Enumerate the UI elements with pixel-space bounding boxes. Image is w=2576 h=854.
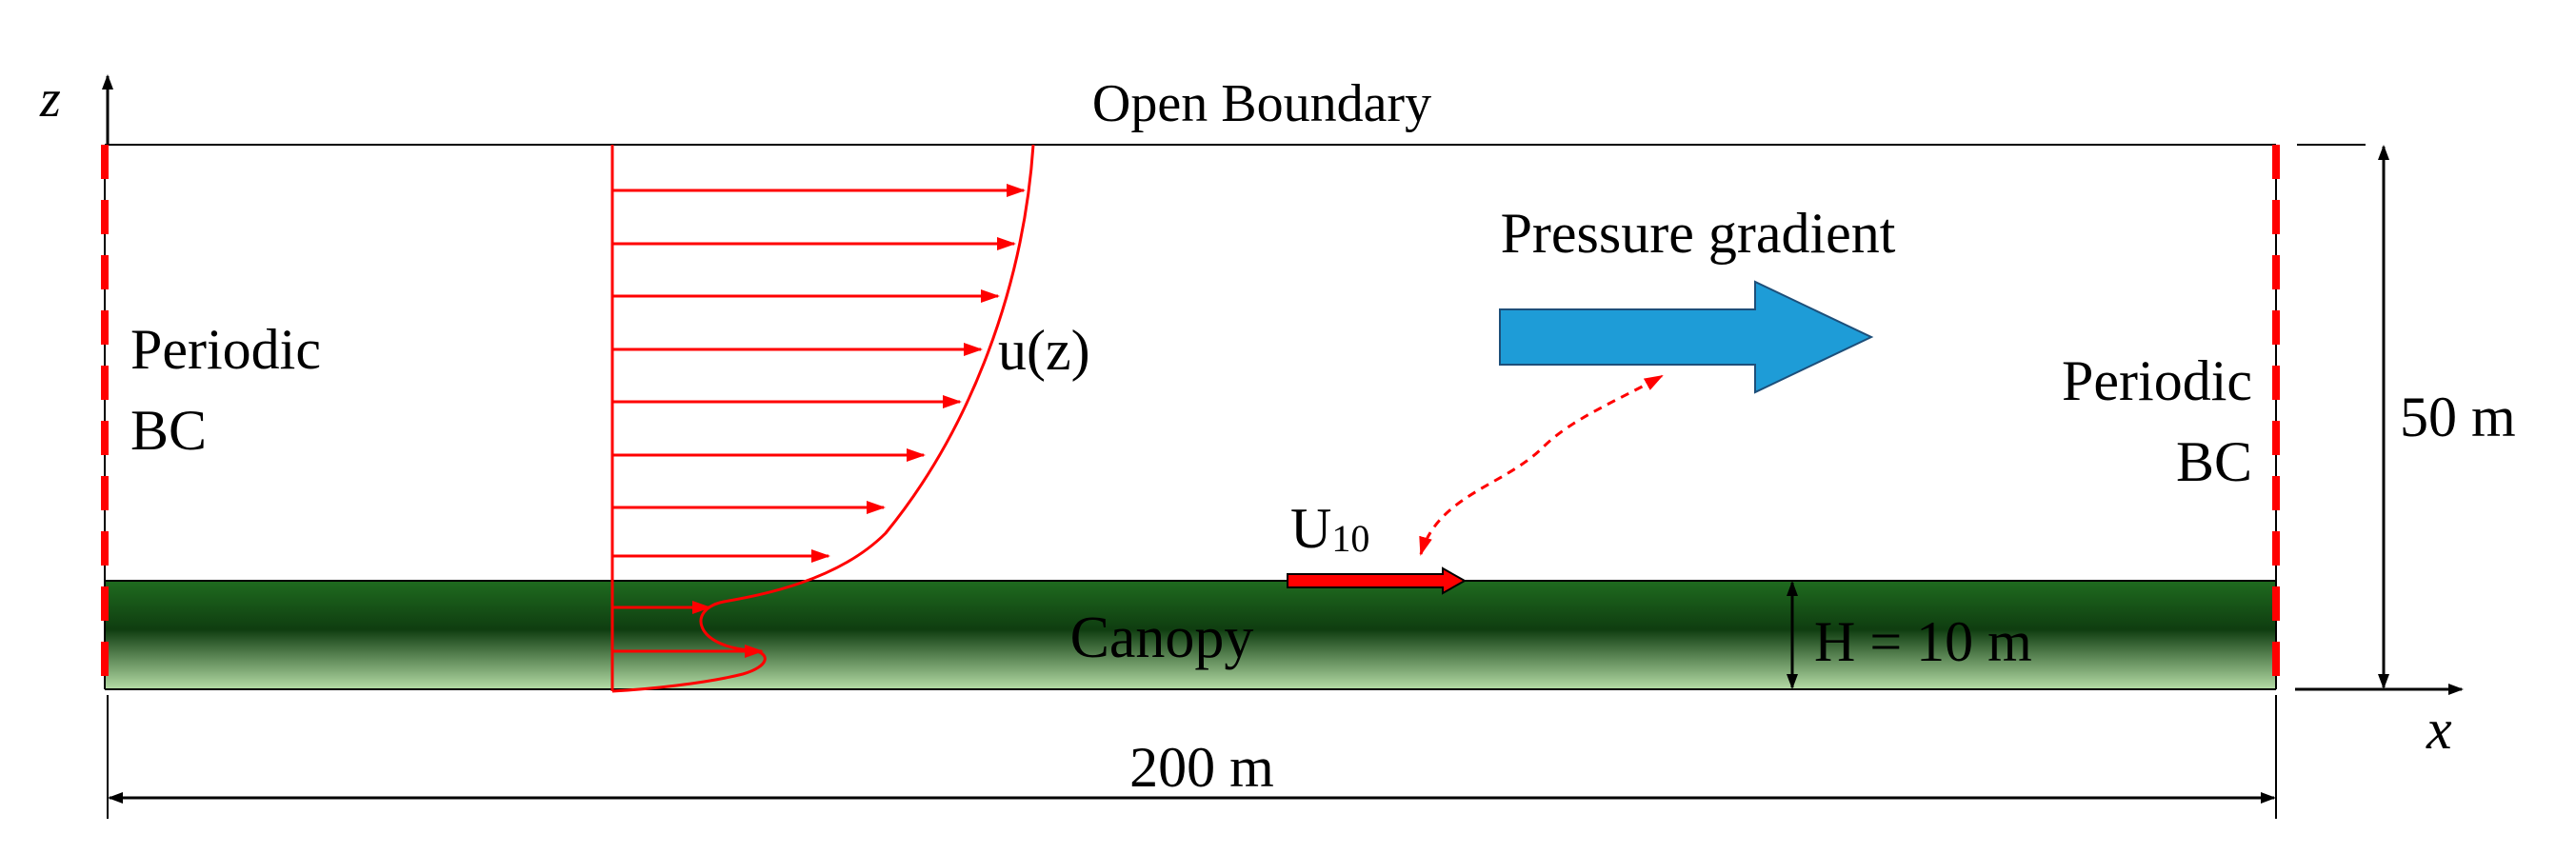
u10-subscript: 10 bbox=[1331, 517, 1369, 560]
u10-main: U bbox=[1290, 497, 1331, 560]
right-bc-label-line1: Periodic bbox=[2062, 349, 2252, 412]
u10-arrow bbox=[1287, 566, 1468, 595]
open-boundary-label: Open Boundary bbox=[1092, 74, 1431, 133]
u10-label: U10 bbox=[1290, 497, 1369, 560]
canopy-label: Canopy bbox=[1070, 606, 1254, 670]
profile-curve bbox=[611, 144, 1035, 693]
left-bc-label-line2: BC bbox=[130, 399, 207, 462]
domain-height-label: 50 m bbox=[2400, 386, 2516, 448]
pressure-gradient-label: Pressure gradient bbox=[1501, 202, 1896, 265]
z-axis-label: z bbox=[39, 70, 61, 129]
right-bc-label-line2: BC bbox=[2176, 430, 2252, 493]
canopy-layer bbox=[105, 581, 2276, 689]
x-axis-label: x bbox=[2426, 698, 2452, 761]
profile-label: u(z) bbox=[998, 319, 1090, 382]
velocity-profile bbox=[610, 144, 1035, 693]
pressure-gradient-arrow bbox=[1499, 280, 1874, 394]
left-bc-label-line1: Periodic bbox=[130, 318, 321, 381]
domain-length-label: 200 m bbox=[1129, 736, 1274, 799]
coupling-dashed-arrow bbox=[1419, 374, 1664, 556]
canopy-height-label: H = 10 m bbox=[1814, 610, 2032, 673]
